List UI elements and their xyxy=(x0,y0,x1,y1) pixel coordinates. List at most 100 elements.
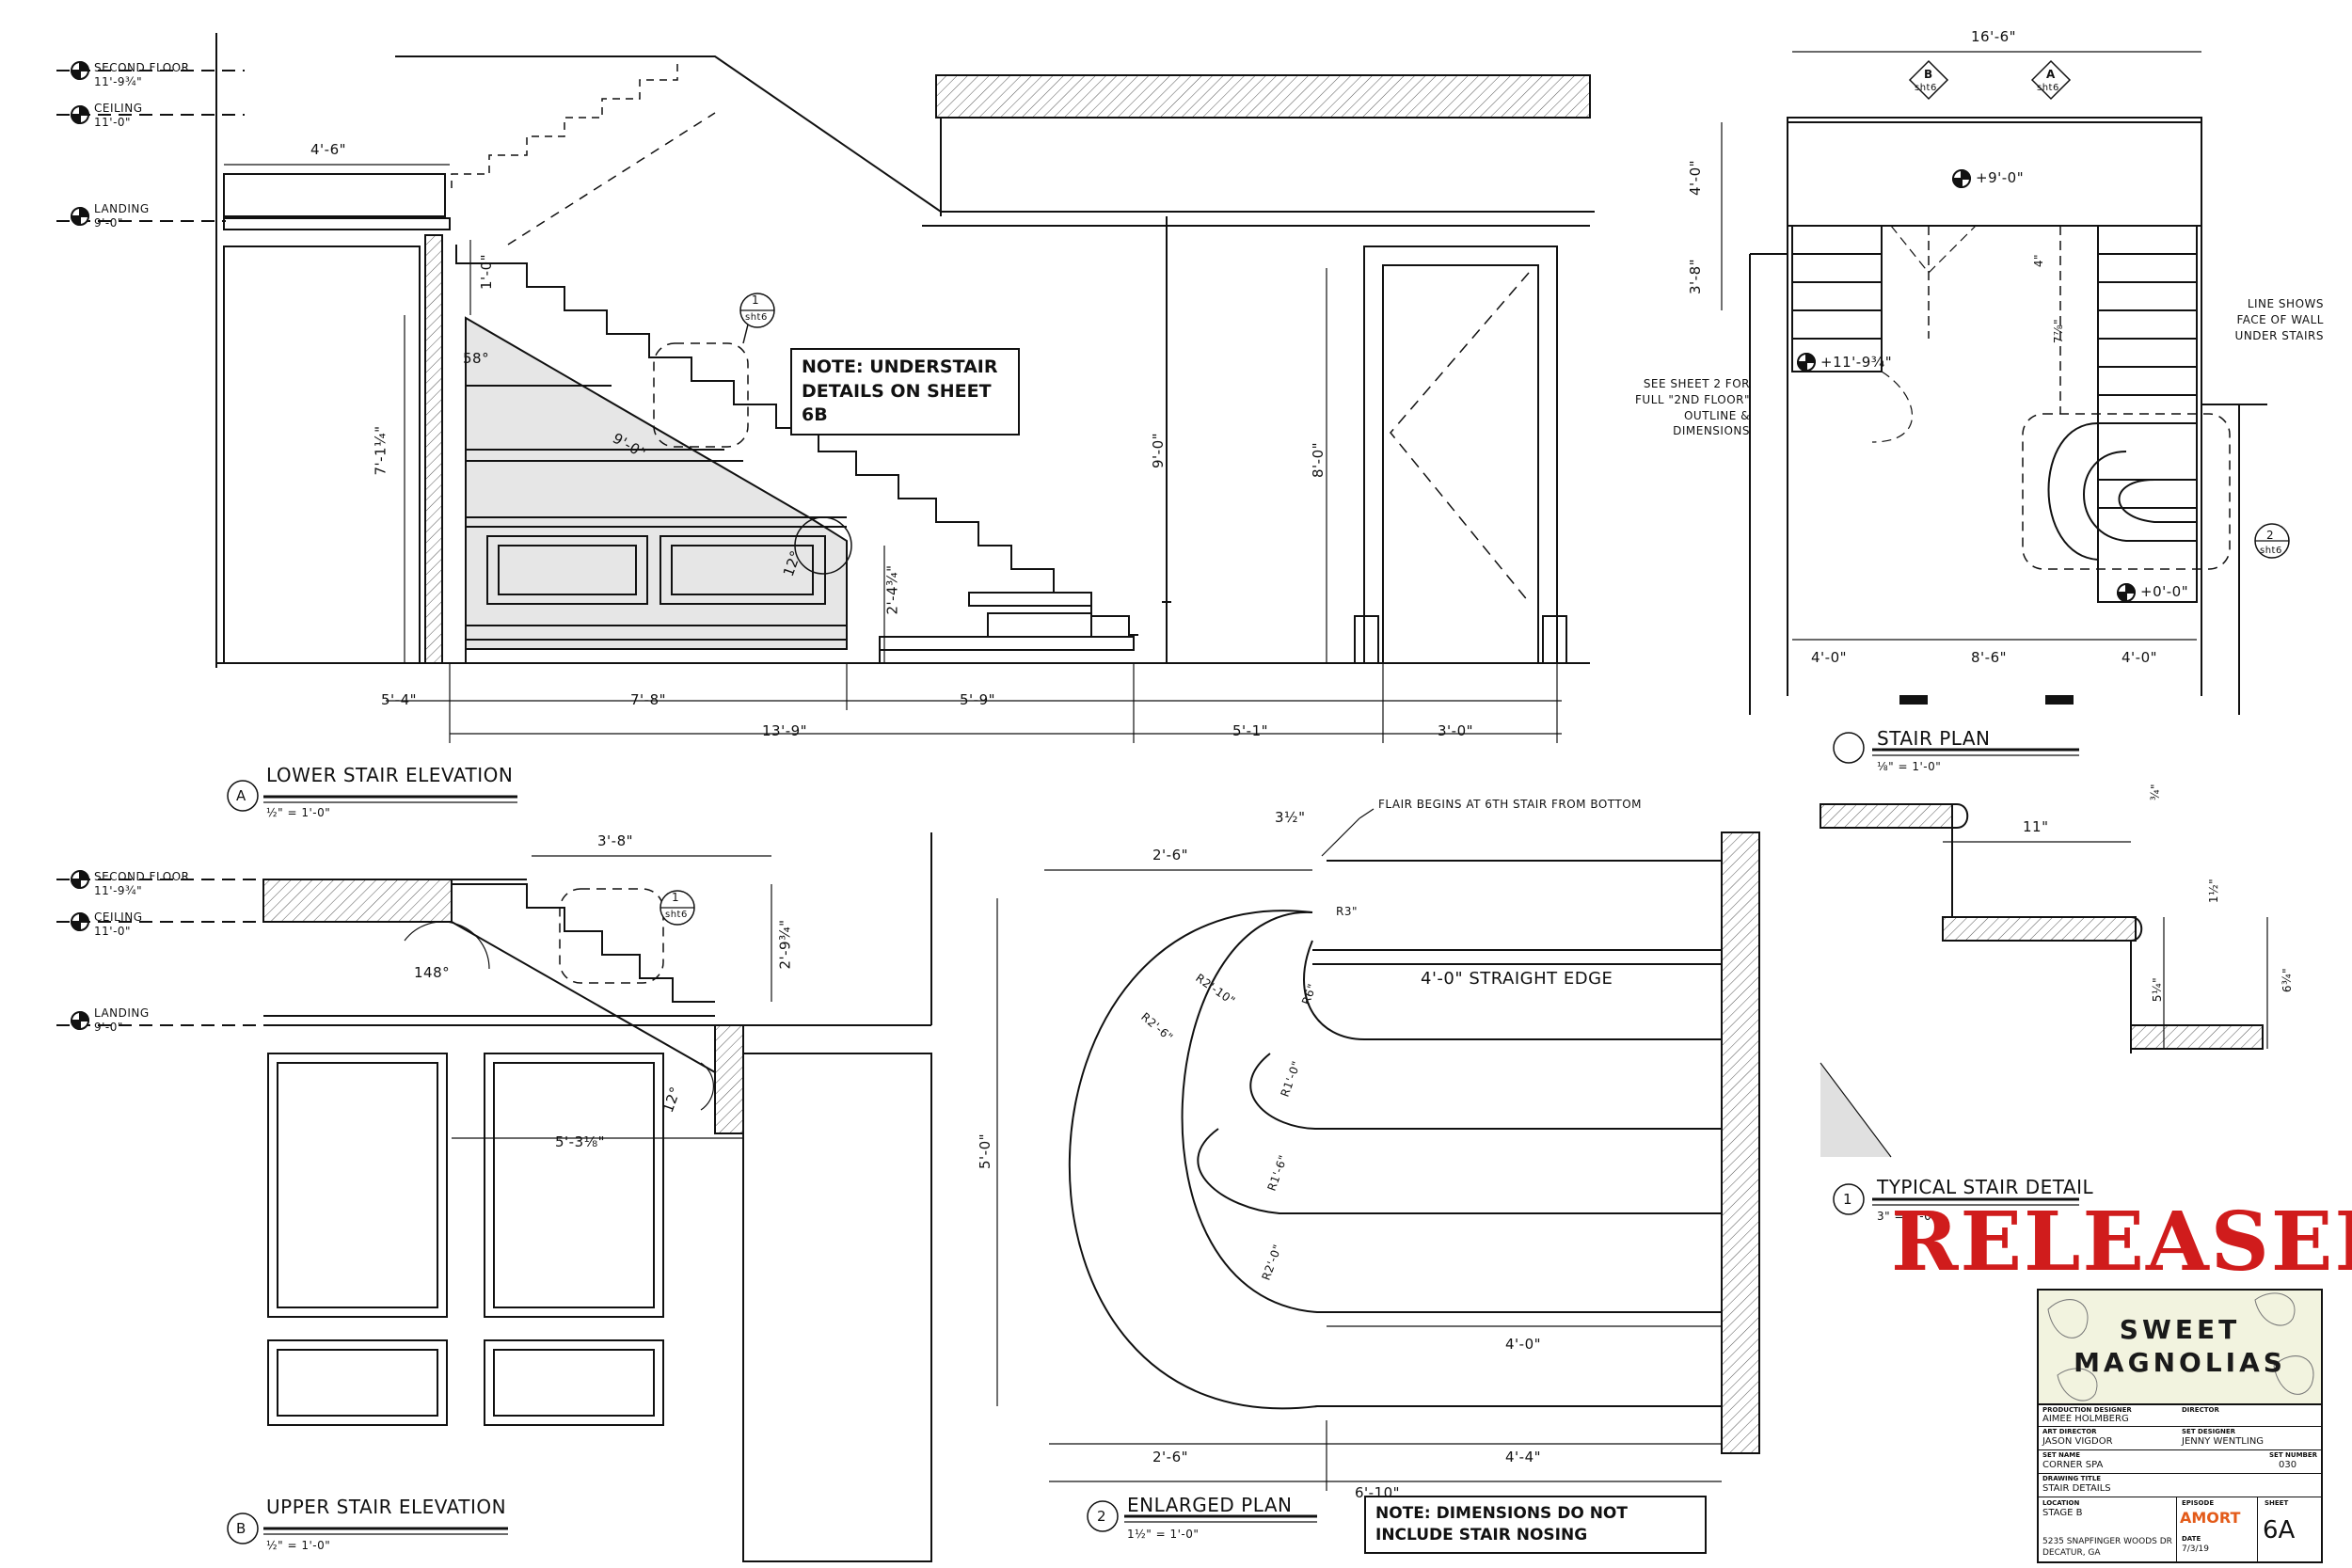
dim-plan-bottom-3: 4'-0" xyxy=(2122,649,2158,666)
tb-sd: JENNY WENTLING xyxy=(2182,1436,2265,1447)
tb-loc-key: LOCATION xyxy=(2042,1499,2080,1507)
tb-loc: STAGE B xyxy=(2042,1508,2083,1518)
elev-plan-2: +11'-9¾" xyxy=(1820,354,1893,371)
elev-plan-3: +0'-0" xyxy=(2140,583,2189,600)
dim-enl-top2: 3½" xyxy=(1275,809,1306,826)
lower-stair-elevation xyxy=(56,33,1595,812)
tb-dwg-key: DRAWING TITLE xyxy=(2042,1475,2102,1482)
ref-upper-sheet: sht6 xyxy=(665,910,688,920)
stair-plan xyxy=(1721,51,2290,764)
dim-enl-bottom-2: 4'-4" xyxy=(1505,1449,1542,1465)
tb-set-key: SET NAME xyxy=(2042,1451,2081,1459)
show-name-line1: SWEET xyxy=(2119,1314,2241,1345)
tb-pd-key: PRODUCTION DESIGNER xyxy=(2042,1406,2132,1414)
marker-second-floor: SECOND FLOOR xyxy=(94,61,190,74)
tb-dwg: STAIR DETAILS xyxy=(2042,1483,2111,1494)
show-logo: SWEET MAGNOLIAS xyxy=(2039,1291,2321,1405)
title-enl-num: 2 xyxy=(1097,1508,1107,1525)
marker-second-floor-b: SECOND FLOOR xyxy=(94,870,190,883)
dim-lower-height: 7'-1¼" xyxy=(372,425,389,476)
dim-enl-4ft: 4'-0" xyxy=(1505,1336,1542,1353)
elevation-marker-icons xyxy=(70,60,2137,1031)
dim-enl-top: 2'-6" xyxy=(1152,847,1189,863)
dim-detail-634: 6¾" xyxy=(2280,967,2295,993)
tb-row-set: SET NAME CORNER SPA SET NUMBER 030 xyxy=(2039,1450,2321,1474)
upper-stair-elevation xyxy=(56,832,932,1562)
dim-detail-112: 1½" xyxy=(2207,878,2221,904)
dim-lower-riser: 1'-0" xyxy=(478,253,496,291)
dim-lower-wall: 9'-0" xyxy=(1150,432,1168,469)
ref-upper-num: 1 xyxy=(672,891,680,904)
dim-lower-bottom-5: 3'-0" xyxy=(1438,722,1474,739)
title-detail: TYPICAL STAIR DETAIL xyxy=(1877,1176,2094,1198)
marker-ceiling-value: 11'-0" xyxy=(94,116,132,129)
typical-stair-detail xyxy=(1820,803,2268,1215)
show-name-line2: MAGNOLIAS xyxy=(2074,1347,2286,1378)
section-a-sheet: sht6 xyxy=(2037,83,2059,93)
dim-detail-11: 11" xyxy=(2023,818,2049,835)
tb-row-ad: ART DIRECTOR JASON VIGDOR SET DESIGNER J… xyxy=(2039,1427,2321,1450)
dim-detail-514: 5¼" xyxy=(2151,976,2165,1003)
dim-plan-bottom-1: 4'-0" xyxy=(1811,649,1848,666)
dim-lower-bottom-2: 7'-8" xyxy=(630,691,667,708)
tb-date-key: DATE xyxy=(2182,1535,2201,1543)
ref-plan-sheet: sht6 xyxy=(2260,546,2282,556)
dim-upper-right: 2'-9¾" xyxy=(776,919,794,970)
tb-sheet-key: SHEET xyxy=(2265,1499,2289,1507)
marker-landing-b: LANDING xyxy=(94,1006,150,1020)
section-a-letter: A xyxy=(2046,68,2056,81)
title-upper: UPPER STAIR ELEVATION xyxy=(266,1496,507,1518)
title-plan-scale: ⅛" = 1'-0" xyxy=(1877,760,1942,773)
dim-lower-bottom-3: 5'-9" xyxy=(960,691,996,708)
marker-landing-value-b: 9'-0" xyxy=(94,1021,123,1034)
tb-addr1: 5235 SNAPFINGER WOODS DR xyxy=(2042,1537,2172,1546)
tb-dir-key: DIRECTOR xyxy=(2182,1406,2219,1414)
tb-row-dwg: DRAWING TITLE STAIR DETAILS xyxy=(2039,1474,2321,1497)
dim-plan-top: 16'-6" xyxy=(1971,28,2017,45)
tb-ep: AMORT xyxy=(2180,1509,2241,1527)
understair-note: NOTE: UNDERSTAIR DETAILS ON SHEET 6B xyxy=(790,348,1020,436)
section-b-sheet: sht6 xyxy=(1915,83,1937,93)
r3-label: R3" xyxy=(1336,905,1358,918)
elev-plan-1: +9'-0" xyxy=(1976,169,2025,186)
dim-plan-bottom-2: 8'-6" xyxy=(1971,649,2008,666)
tb-setnum: 030 xyxy=(2279,1460,2297,1470)
title-upper-scale: ½" = 1'-0" xyxy=(266,1539,331,1552)
dim-upper-top: 3'-8" xyxy=(597,832,634,849)
dim-lower-top: 4'-6" xyxy=(310,141,347,158)
title-lower-scale: ½" = 1'-0" xyxy=(266,806,331,819)
dim-enl-bottom-1: 2'-6" xyxy=(1152,1449,1189,1465)
tb-addr2: DECATUR, GA xyxy=(2042,1548,2101,1558)
title-enl: ENLARGED PLAN xyxy=(1127,1494,1293,1516)
title-enl-scale: 1½" = 1'-0" xyxy=(1127,1528,1200,1541)
tb-sd-key: SET DESIGNER xyxy=(2182,1428,2236,1435)
tb-set: CORNER SPA xyxy=(2042,1460,2104,1470)
marker-ceiling-value-b: 11'-0" xyxy=(94,925,132,938)
ref-plan-num: 2 xyxy=(2266,529,2275,542)
title-detail-scale: 3" = 1'-0" xyxy=(1877,1210,1938,1223)
plan-note-right: LINE SHOWS FACE OF WALL UNDER STAIRS xyxy=(2234,297,2324,342)
dim-plan-4in: 4" xyxy=(2032,253,2046,268)
nosing-note: NOTE: DIMENSIONS DO NOT INCLUDE STAIR NO… xyxy=(1364,1496,1707,1554)
dim-lower-step: 2'-4¾" xyxy=(883,564,901,615)
dim-plan-left-1: 4'-0" xyxy=(1687,159,1705,197)
marker-ceiling-b: CEILING xyxy=(94,911,143,924)
dim-detail-34: ¾" xyxy=(2149,783,2163,801)
released-stamp: RELEASED xyxy=(1891,1195,2352,1290)
flair-note: FLAIR BEGINS AT 6TH STAIR FROM BOTTOM xyxy=(1378,798,1643,811)
tb-row-loc: LOCATION STAGE B 5235 SNAPFINGER WOODS D… xyxy=(2039,1497,2321,1561)
tb-pd: AIMEE HOLMBERG xyxy=(2042,1414,2129,1424)
dim-plan-left-2: 3'-8" xyxy=(1687,258,1705,295)
title-plan: STAIR PLAN xyxy=(1877,727,1991,750)
dim-enl-left: 5'-0" xyxy=(977,1132,994,1170)
straight-edge-label: 4'-0" STRAIGHT EDGE xyxy=(1421,969,1613,989)
ref-lower-sheet: sht6 xyxy=(745,312,768,323)
tb-ad-key: ART DIRECTOR xyxy=(2042,1428,2097,1435)
plan-note-left: SEE SHEET 2 FOR FULL "2ND FLOOR" OUTLINE… xyxy=(1635,377,1750,438)
marker-second-floor-value: 11'-9¾" xyxy=(94,75,143,88)
ref-lower-num: 1 xyxy=(752,293,760,307)
tb-ep-key: EPISODE xyxy=(2182,1499,2215,1507)
dim-upper-mid: 5'-3⅛" xyxy=(555,1133,606,1150)
dim-lower-door: 8'-0" xyxy=(1310,441,1327,479)
